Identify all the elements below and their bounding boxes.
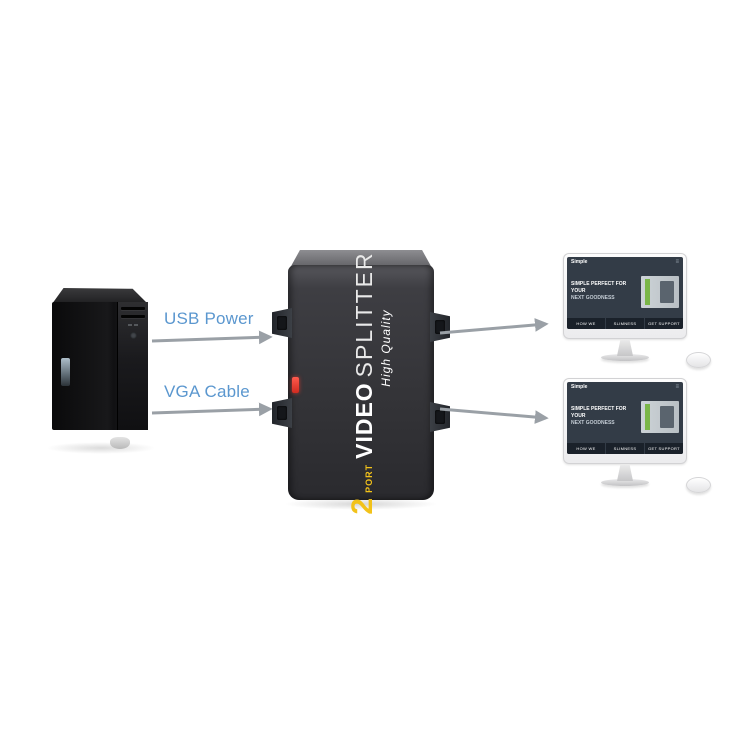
output-arrow-1 — [439, 318, 549, 335]
pc-tower-front-panel — [117, 302, 148, 430]
splitter-body: 2 PORT VIDEO SPLITTER High Quality — [288, 251, 434, 514]
monitor-1-base — [601, 354, 649, 361]
webpage-nav-button: GET SUPPORT — [645, 443, 683, 454]
webpage-nav-button: SLIMNESS — [606, 443, 644, 454]
webpage-hero-image — [641, 275, 679, 308]
pc-front-accent — [61, 358, 70, 386]
menu-icon: ≡ — [675, 384, 679, 390]
webpage-hero-image — [641, 400, 679, 433]
splitter-power-led — [292, 377, 299, 393]
webpage-headline: SIMPLE PERFECT FOR YOUR — [571, 406, 627, 419]
vga-splitter: 2 PORT VIDEO SPLITTER High Quality — [272, 250, 450, 514]
mouse-1 — [686, 352, 711, 368]
webpage-nav: HOW WE SLIMNESS GET SUPPORT — [567, 443, 683, 454]
monitor-1-webpage: Simple ≡ SIMPLE PERFECT FOR YOUR NEXT GO… — [567, 257, 683, 329]
pc-power-button — [129, 332, 137, 339]
usb-power-arrow — [151, 330, 273, 345]
hero-product-shape — [660, 280, 674, 303]
vga-input-port-1 — [272, 308, 292, 338]
webpage-brand: Simple — [571, 259, 588, 265]
splitter-title-video: VIDEO — [350, 381, 377, 459]
mouse-2 — [686, 477, 711, 493]
vga-pins — [277, 406, 287, 420]
webpage-headline-2: NEXT GOODNESS — [571, 420, 615, 426]
splitter-top-face — [290, 250, 432, 268]
vga-output-port-1 — [430, 312, 450, 342]
monitor-1: Simple ≡ SIMPLE PERFECT FOR YOUR NEXT GO… — [563, 253, 687, 361]
splitter-subtitle: High Quality — [378, 308, 393, 387]
vga-input-port-2 — [272, 398, 292, 428]
vga-pins — [277, 316, 287, 330]
webpage-brand: Simple — [571, 384, 588, 390]
pc-tower-shadow — [46, 442, 156, 454]
vga-pins — [435, 410, 445, 424]
webpage-nav-button: HOW WE — [567, 318, 605, 329]
pc-usb-ports — [118, 324, 148, 326]
splitter-port-count: 2 — [345, 497, 379, 515]
webpage-nav-button: HOW WE — [567, 443, 605, 454]
output-arrow-2 — [439, 407, 549, 424]
pc-tower-foot — [110, 437, 130, 449]
monitor-1-stand — [617, 339, 633, 356]
hero-accent-bar — [645, 403, 650, 430]
pc-tower-body — [52, 302, 148, 430]
pc-tower — [46, 288, 156, 454]
splitter-print: 2 PORT VIDEO SPLITTER High Quality — [340, 251, 400, 514]
monitor-1-screen: Simple ≡ SIMPLE PERFECT FOR YOUR NEXT GO… — [563, 253, 687, 339]
monitor-2-base — [601, 479, 649, 486]
webpage-headline-2: NEXT GOODNESS — [571, 295, 615, 301]
usb-power-label: USB Power — [164, 309, 254, 328]
pc-tower-top-face — [52, 288, 148, 304]
webpage-nav-button: GET SUPPORT — [645, 318, 683, 329]
webpage-nav: HOW WE SLIMNESS GET SUPPORT — [567, 318, 683, 329]
splitter-title-splitter: SPLITTER — [350, 250, 377, 377]
pc-drive-bay — [121, 307, 145, 310]
vga-cable-arrow — [151, 402, 273, 417]
monitor-2-stand — [617, 464, 633, 481]
vga-pins — [435, 320, 445, 334]
monitor-2-webpage: Simple ≡ SIMPLE PERFECT FOR YOUR NEXT GO… — [567, 382, 683, 454]
monitor-2-screen: Simple ≡ SIMPLE PERFECT FOR YOUR NEXT GO… — [563, 378, 687, 464]
splitter-shadow — [284, 498, 438, 510]
hero-product-shape — [660, 405, 674, 428]
menu-icon: ≡ — [675, 259, 679, 265]
monitor-2: Simple ≡ SIMPLE PERFECT FOR YOUR NEXT GO… — [563, 378, 687, 486]
splitter-port-word: PORT — [363, 463, 374, 493]
vga-cable-label: VGA Cable — [164, 382, 250, 401]
webpage-nav-button: SLIMNESS — [606, 318, 644, 329]
hero-accent-bar — [645, 278, 650, 305]
webpage-headline: SIMPLE PERFECT FOR YOUR — [571, 281, 627, 294]
pc-drive-bay — [121, 315, 145, 318]
